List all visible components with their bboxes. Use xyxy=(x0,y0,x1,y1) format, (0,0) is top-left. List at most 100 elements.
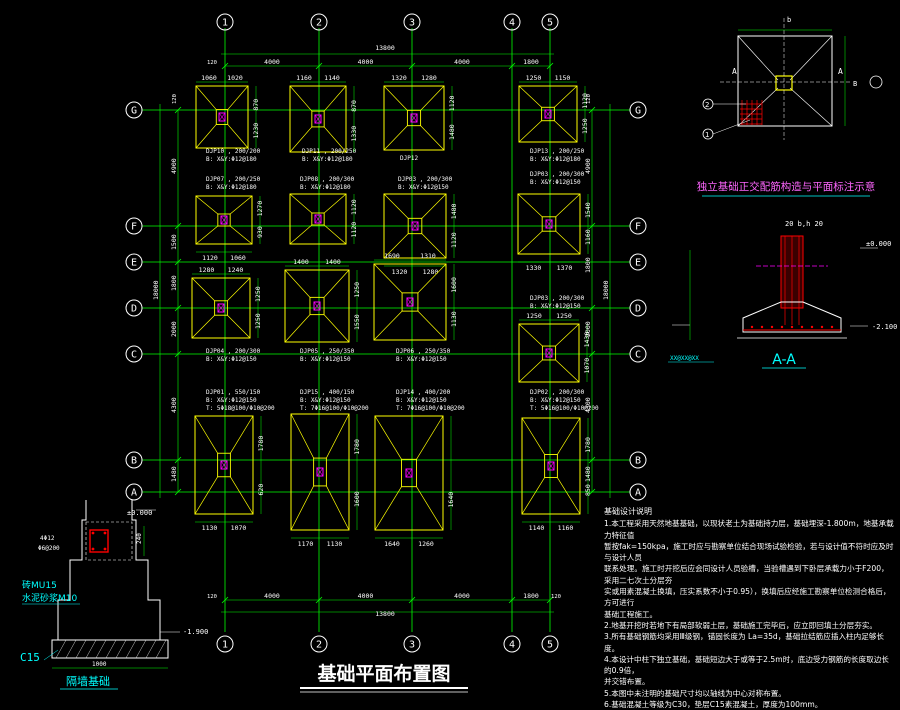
footing-dim-left: 1640 xyxy=(384,540,400,548)
footing-outline xyxy=(194,415,254,515)
footing-pedestal xyxy=(313,457,327,487)
footing-vdim-b: 1640 xyxy=(447,492,455,508)
footing-label: DJP08 , 200/300 xyxy=(300,176,355,183)
footing-pedestal xyxy=(544,454,558,478)
wall-title: 隔墙基础 xyxy=(66,674,110,688)
axis-label-C-right: C xyxy=(635,350,641,361)
footing-slope xyxy=(383,85,408,111)
wall-concrete: C15 xyxy=(20,651,40,664)
footing-slope xyxy=(421,233,447,259)
footing-outline xyxy=(290,413,350,531)
dim-left-tick xyxy=(174,106,182,114)
column xyxy=(547,461,555,471)
footing-slope xyxy=(383,125,408,151)
dim-top-label: 4000 xyxy=(454,58,470,66)
footing-vdim-b: 620 xyxy=(257,484,265,496)
footing-slope xyxy=(229,195,253,215)
detail-plan: A A 2 1 B b xyxy=(702,16,883,140)
dim-bottom-tick xyxy=(221,596,229,604)
section-label: A-A xyxy=(772,352,796,368)
axis-label-A-left: A xyxy=(131,488,137,499)
footing-slope xyxy=(554,120,578,143)
footing-rebar: B: X&Y:Φ12@150 xyxy=(396,397,447,404)
footing-outline xyxy=(374,415,444,531)
footing-slope xyxy=(323,126,347,153)
footing-slope xyxy=(195,195,219,215)
dim-top-total: 13800 xyxy=(375,44,395,52)
footing-outline xyxy=(518,323,580,383)
axis-label-1-top: 1 xyxy=(222,18,228,29)
axis-label-B-left: B xyxy=(131,456,137,467)
footing-slope xyxy=(420,85,445,111)
axis-label-D-right: D xyxy=(635,304,641,315)
footing-slope xyxy=(374,486,402,531)
dim-top-tick xyxy=(546,62,554,70)
footing-pedestal xyxy=(217,213,231,227)
axis-bubble-G-left xyxy=(125,101,143,119)
footing-vdim-a: 1270 xyxy=(256,201,264,217)
footing-rebar: B: X&Y:Φ12@150 xyxy=(206,397,257,404)
design-notes: 基础设计说明 1.本工程采用天然地基基础，以现状老土为基础持力层，基础埋深-1.… xyxy=(604,506,894,710)
footing-label: DJP03 , 200/300 xyxy=(530,171,585,178)
footing-slope xyxy=(323,269,350,298)
notes-lines: 1.本工程采用天然地基基础，以现状老土为基础持力层，基础埋深-1.800m，地基… xyxy=(604,518,894,710)
footing-slope xyxy=(227,277,251,302)
axis-label-3-bottom: 3 xyxy=(409,640,415,651)
footing-slope xyxy=(194,476,218,515)
footing-outline xyxy=(289,193,347,245)
column xyxy=(313,301,321,311)
footing-label: DJP04 , 200/300 xyxy=(206,348,261,355)
footing-slope xyxy=(289,126,313,153)
notes-line: 3.所有基础钢筋均采用Ⅲ级钢，锚固长度为 La=35d，基础拉结筋应插入柱内足够… xyxy=(604,632,885,653)
footing-dim-right: 1310 xyxy=(420,252,436,260)
footing-slope xyxy=(421,193,447,219)
axis-bubble-4-bottom xyxy=(503,635,521,653)
footing-label: DJP11 , 200/250 xyxy=(302,148,357,155)
footing-pedestal xyxy=(217,452,231,478)
footing-slope xyxy=(290,413,314,459)
footing-dim-right: 1060 xyxy=(230,254,246,262)
footing-dim-right: 1250 xyxy=(556,312,572,320)
column-hatch xyxy=(218,112,226,122)
footing-dim-right: 1150 xyxy=(555,74,571,82)
footing-slope xyxy=(289,193,313,214)
dim-bottom-label: 1800 xyxy=(523,592,539,600)
svg-text:1: 1 xyxy=(705,131,709,139)
footing-slope xyxy=(290,485,314,531)
wall-dim-bottom: 1000 xyxy=(92,661,107,668)
column xyxy=(314,214,322,224)
axis-label-D-left: D xyxy=(131,304,137,315)
column-hatch xyxy=(410,113,418,123)
footing-vdim-a: 1430 xyxy=(583,332,591,348)
column xyxy=(410,113,418,123)
footing-vdim-b: 1120 xyxy=(450,232,458,248)
footing-pedestal xyxy=(311,212,325,226)
footing-slope xyxy=(521,477,545,515)
dim-bottom-tick xyxy=(408,596,416,604)
svg-text:A: A xyxy=(838,67,843,76)
footing-rebar2: T: 7Φ16@100/Φ10@200 xyxy=(300,405,369,412)
section-hint: XX@XX@XX xyxy=(670,355,699,362)
column xyxy=(220,460,228,470)
footing-dim-left: 1400 xyxy=(293,258,309,266)
footing-outline xyxy=(521,417,581,515)
footing-slope xyxy=(374,415,402,460)
dim-top-label: 1800 xyxy=(523,58,539,66)
wall-brick: 砖MU15 xyxy=(22,579,57,591)
footing-slope xyxy=(230,415,254,454)
footing-rebar2: T: 5Φ16@100/Φ10@200 xyxy=(530,405,599,412)
footing-rebar: B: X&Y:Φ12@180 xyxy=(530,156,581,163)
column xyxy=(316,467,324,477)
footing-vdim-a: 1120 xyxy=(581,93,589,109)
footing-label: DJP05 , 250/350 xyxy=(300,348,355,355)
axis-label-5-top: 5 xyxy=(547,18,553,29)
footing-rebar: B: X&Y:Φ12@150 xyxy=(530,397,581,404)
footing-pedestal xyxy=(215,109,229,125)
dim-bottom-label: 4000 xyxy=(454,592,470,600)
footing-slope xyxy=(195,85,217,110)
footing-pedestal xyxy=(309,296,325,316)
